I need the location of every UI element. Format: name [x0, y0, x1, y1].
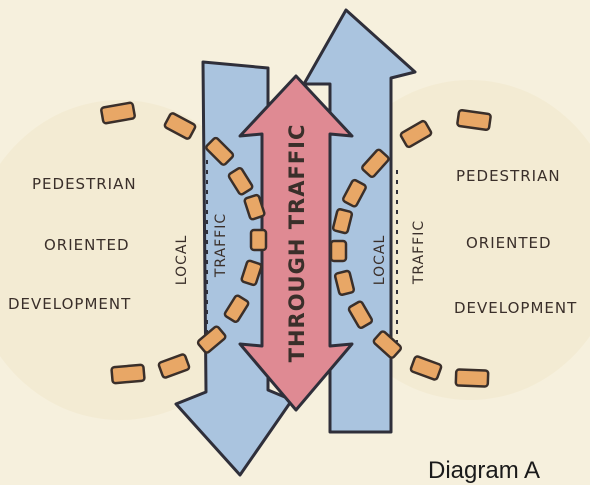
pedestrian-dash	[341, 178, 367, 208]
pedestrian-dash	[454, 368, 490, 388]
pedestrian-dash	[329, 239, 348, 263]
pedestrian-dash	[333, 269, 356, 296]
through-traffic-arrow	[238, 74, 354, 412]
diagram-caption: Diagram A	[428, 457, 540, 484]
pedestrian-dash	[240, 259, 263, 287]
pedestrian-dash	[399, 119, 433, 149]
left-block-line1: PEDESTRIAN	[32, 175, 137, 193]
pedestrian-dash	[223, 294, 250, 324]
pedestrian-dash	[372, 330, 403, 359]
pedestrian-dash	[347, 300, 374, 330]
pedestrian-dash	[100, 101, 136, 125]
left-block-line3: DEVELOPMENT	[8, 295, 131, 313]
right-block-line2: ORIENTED	[466, 234, 552, 252]
right-local-label-line1: LOCAL	[372, 235, 388, 285]
pedestrian-dash	[361, 148, 390, 179]
pedestrian-dash	[331, 208, 354, 235]
through-traffic-label: THROUGH TRAFFIC	[285, 124, 309, 363]
pedestrian-dash	[163, 112, 197, 140]
right-block-line1: PEDESTRIAN	[456, 167, 561, 185]
pedestrian-dash	[456, 108, 492, 132]
pedestrian-dash	[196, 325, 227, 354]
pedestrian-dash	[249, 228, 268, 252]
right-pedestrian-arc	[329, 108, 492, 388]
right-block-line3: DEVELOPMENT	[454, 299, 577, 317]
pedestrian-dash	[205, 136, 235, 166]
pedestrian-dash	[243, 193, 266, 221]
pedestrian-dash	[409, 355, 443, 381]
left-pedestrian-arc	[100, 101, 268, 385]
left-block-line2: ORIENTED	[44, 236, 130, 254]
pedestrian-dash	[227, 166, 254, 196]
left-local-label-line2: TRAFFIC	[213, 213, 229, 278]
pedestrian-dash	[110, 363, 146, 385]
left-local-label-line1: LOCAL	[174, 235, 190, 285]
pedestrian-dash	[157, 353, 191, 379]
right-local-label-line2: TRAFFIC	[411, 220, 427, 285]
